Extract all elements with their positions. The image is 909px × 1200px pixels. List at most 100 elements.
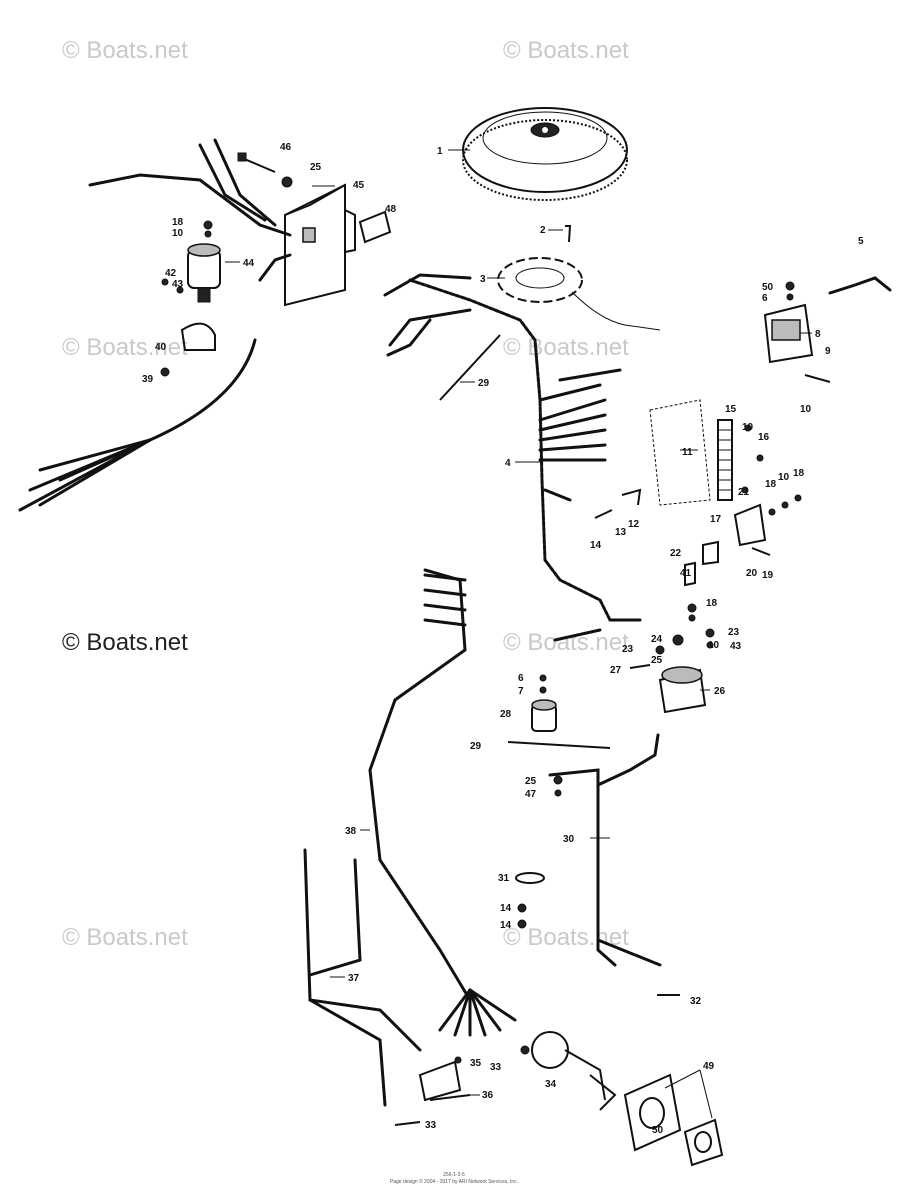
callout-label: 2: [540, 225, 546, 236]
callout-label: 48: [385, 204, 397, 215]
clamp-part[interactable]: [160, 322, 216, 377]
lead-wire-part[interactable]: [828, 276, 892, 295]
callout-label: 44: [243, 258, 255, 269]
callout-labels: 1 2 3 4 5 50 6 8 9 10 10 10 10 10 11 12 …: [142, 142, 864, 1136]
starter-solenoid-part[interactable]: [629, 603, 715, 714]
stator-part[interactable]: [497, 257, 661, 331]
callout-label: 26: [714, 686, 726, 697]
callout-label: 14: [500, 920, 512, 931]
watermark: © Boats.net: [503, 334, 629, 361]
washer-part[interactable]: [176, 286, 184, 294]
harness-part[interactable]: [303, 848, 422, 1107]
callout-label: 24: [651, 634, 663, 645]
callout-label: 16: [758, 432, 770, 443]
callout-label: 34: [545, 1079, 557, 1090]
callout-label: 23: [622, 644, 634, 655]
callout-label: 28: [500, 709, 512, 720]
callout-label: 41: [680, 568, 692, 579]
callout-label: 33: [490, 1062, 502, 1073]
watermark: © Boats.net: [503, 629, 629, 656]
callout-label: 25: [525, 776, 537, 787]
callout-label: 3: [480, 274, 486, 285]
callout-label: 14: [590, 540, 602, 551]
washer-part[interactable]: [204, 230, 212, 238]
clip-part[interactable]: [394, 1121, 421, 1126]
callout-label: 12: [628, 519, 640, 530]
callout-label: 13: [615, 527, 627, 538]
callout-label: 27: [610, 665, 622, 676]
callout-label: 42: [165, 268, 177, 279]
callout-label: 14: [500, 903, 512, 914]
connector-part[interactable]: [684, 540, 719, 587]
callout-label: 23: [728, 627, 740, 638]
clip-part[interactable]: [594, 488, 642, 519]
spacer-part[interactable]: [358, 210, 392, 244]
callout-label: 50: [762, 282, 774, 293]
coil-leads-part[interactable]: [88, 138, 292, 282]
callout-label: 22: [670, 548, 682, 559]
callout-label: 49: [703, 1061, 715, 1072]
callout-label: 37: [348, 973, 360, 984]
battery-cable-part[interactable]: [18, 338, 257, 512]
callout-label: 30: [563, 834, 575, 845]
rectifier-part[interactable]: [763, 281, 831, 383]
mounting-plate-part[interactable]: [623, 1073, 724, 1167]
watermark: © Boats.net: [62, 629, 188, 656]
watermark: © Boats.net: [503, 924, 629, 951]
callout-label: 18: [765, 479, 777, 490]
solenoid-part[interactable]: [187, 243, 221, 303]
callout-label: 10: [742, 422, 754, 433]
watermark: © Boats.net: [62, 924, 188, 951]
callout-label: 32: [690, 996, 702, 1007]
key-switch-part[interactable]: [520, 1031, 617, 1111]
callout-label: 15: [725, 404, 737, 415]
footer: 256-1-3-5 Page design © 2004 - 2017 by A…: [390, 1172, 518, 1185]
screw-part[interactable]: [565, 225, 572, 243]
relay-part[interactable]: [418, 1056, 471, 1102]
callout-label: 46: [280, 142, 292, 153]
callout-label: 35: [470, 1058, 482, 1069]
bolt-part[interactable]: [237, 152, 293, 188]
callout-label: 4: [505, 458, 511, 469]
callout-label: 25: [651, 655, 663, 666]
clip-part[interactable]: [515, 872, 680, 996]
callout-label: 50: [652, 1125, 664, 1136]
watermark: © Boats.net: [62, 334, 188, 361]
callout-label: 10: [800, 404, 812, 415]
power-pack-part[interactable]: [284, 183, 356, 307]
callout-label: 8: [815, 329, 821, 340]
bracket-part[interactable]: [733, 494, 802, 556]
callout-label: 39: [142, 374, 154, 385]
tie-strap-part[interactable]: [439, 334, 611, 749]
callout-label: 47: [525, 789, 537, 800]
callout-label: 40: [155, 342, 167, 353]
footer-copyright: Page design © 2004 - 2017 by ARI Network…: [390, 1178, 518, 1185]
callout-label: 1: [437, 146, 443, 157]
capacitor-part[interactable]: [531, 674, 557, 732]
nut-part[interactable]: [203, 220, 213, 230]
harness-part[interactable]: [548, 733, 662, 967]
watermark: © Boats.net: [62, 37, 188, 64]
dash-harness-part[interactable]: [368, 568, 517, 1037]
callout-label: 18: [793, 468, 805, 479]
main-harness-part[interactable]: [383, 273, 642, 642]
watermark: © Boats.net: [503, 37, 629, 64]
callout-label: 9: [825, 346, 831, 357]
callout-label: 36: [482, 1090, 494, 1101]
flywheel-part[interactable]: [462, 107, 628, 201]
callout-label: 10: [172, 228, 184, 239]
leader-lines: [225, 149, 812, 1119]
callout-label: 17: [710, 514, 722, 525]
screw-part[interactable]: [161, 278, 169, 286]
watermark-layer: © Boats.net © Boats.net © Boats.net © Bo…: [62, 37, 629, 951]
callout-label: 29: [470, 741, 482, 752]
callout-label: 45: [353, 180, 365, 191]
callout-label: 38: [345, 826, 357, 837]
terminal-board-part[interactable]: [649, 399, 764, 506]
callout-label: 18: [172, 217, 184, 228]
callout-label: 10: [778, 472, 790, 483]
callout-label: 25: [310, 162, 322, 173]
callout-label: 20: [746, 568, 758, 579]
callout-label: 31: [498, 873, 510, 884]
